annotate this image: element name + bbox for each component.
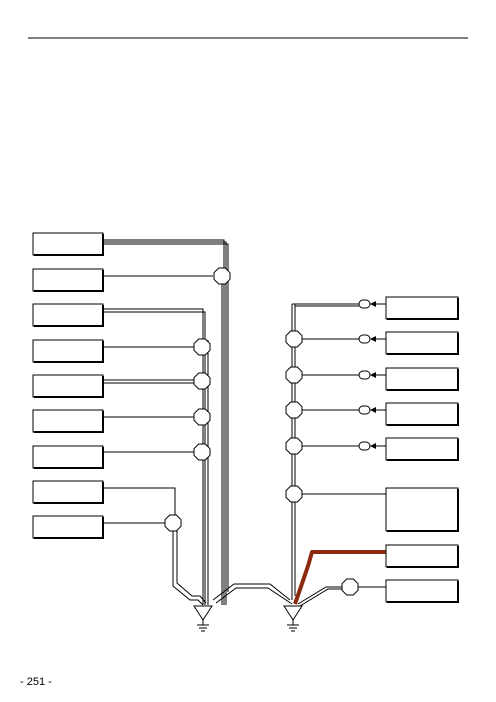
wire-l3 bbox=[103, 308, 204, 605]
component-box-r7 bbox=[385, 544, 459, 568]
component-box-r8 bbox=[385, 579, 459, 603]
plug-connector-icon bbox=[358, 441, 386, 451]
component-box-l7 bbox=[32, 445, 104, 469]
ground-icon bbox=[193, 605, 213, 632]
plug-connector-icon bbox=[358, 405, 386, 415]
connector-icon bbox=[285, 437, 303, 455]
plug-connector-icon bbox=[358, 370, 386, 380]
connector-icon bbox=[285, 485, 303, 503]
connector-icon bbox=[164, 514, 182, 532]
connector-icon bbox=[193, 372, 211, 390]
plug-connector-icon bbox=[358, 334, 386, 344]
component-box-r4 bbox=[385, 402, 459, 426]
component-box-l2 bbox=[32, 268, 104, 292]
connector-icon bbox=[341, 578, 359, 596]
right-components bbox=[385, 296, 459, 603]
connector-icon bbox=[285, 401, 303, 419]
arrow-left-icon bbox=[370, 407, 376, 413]
component-box-r6 bbox=[385, 487, 459, 532]
component-box-l3 bbox=[32, 303, 104, 327]
arrow-left-icon bbox=[370, 336, 376, 342]
connector-icon bbox=[193, 408, 211, 426]
component-box-r5 bbox=[385, 437, 459, 461]
wire-l1 bbox=[103, 239, 225, 605]
component-box-l5 bbox=[32, 374, 104, 398]
left-components bbox=[32, 232, 104, 539]
ground-icon bbox=[283, 605, 303, 632]
wire-l8 bbox=[103, 487, 176, 516]
plug-connectors bbox=[358, 299, 386, 451]
right-wiring bbox=[291, 303, 386, 607]
component-box-r2 bbox=[385, 331, 459, 355]
ground-1 bbox=[193, 605, 213, 632]
connector-icon bbox=[193, 443, 211, 461]
plug-connector-icon bbox=[358, 299, 386, 309]
arrow-left-icon bbox=[370, 372, 376, 378]
component-box-r1 bbox=[385, 296, 459, 320]
connector-icon bbox=[213, 267, 231, 285]
component-box-l6 bbox=[32, 409, 104, 433]
component-box-l4 bbox=[32, 339, 104, 363]
ground-link-wires bbox=[212, 583, 293, 605]
left-wiring bbox=[103, 239, 229, 606]
wire-r7-highlight bbox=[293, 550, 386, 605]
connectors bbox=[164, 267, 359, 596]
component-box-r3 bbox=[385, 367, 459, 391]
arrow-left-icon bbox=[370, 301, 376, 307]
arrow-left-icon bbox=[370, 443, 376, 449]
wire-bundle-left bbox=[172, 530, 204, 606]
component-box-l9 bbox=[32, 515, 104, 539]
component-box-l1 bbox=[32, 232, 104, 256]
page-number: - 251 - bbox=[20, 676, 52, 688]
connector-icon bbox=[285, 330, 303, 348]
connector-icon bbox=[285, 366, 303, 384]
component-box-l8 bbox=[32, 480, 104, 504]
connector-icon bbox=[193, 338, 211, 356]
ground-2 bbox=[283, 605, 303, 632]
